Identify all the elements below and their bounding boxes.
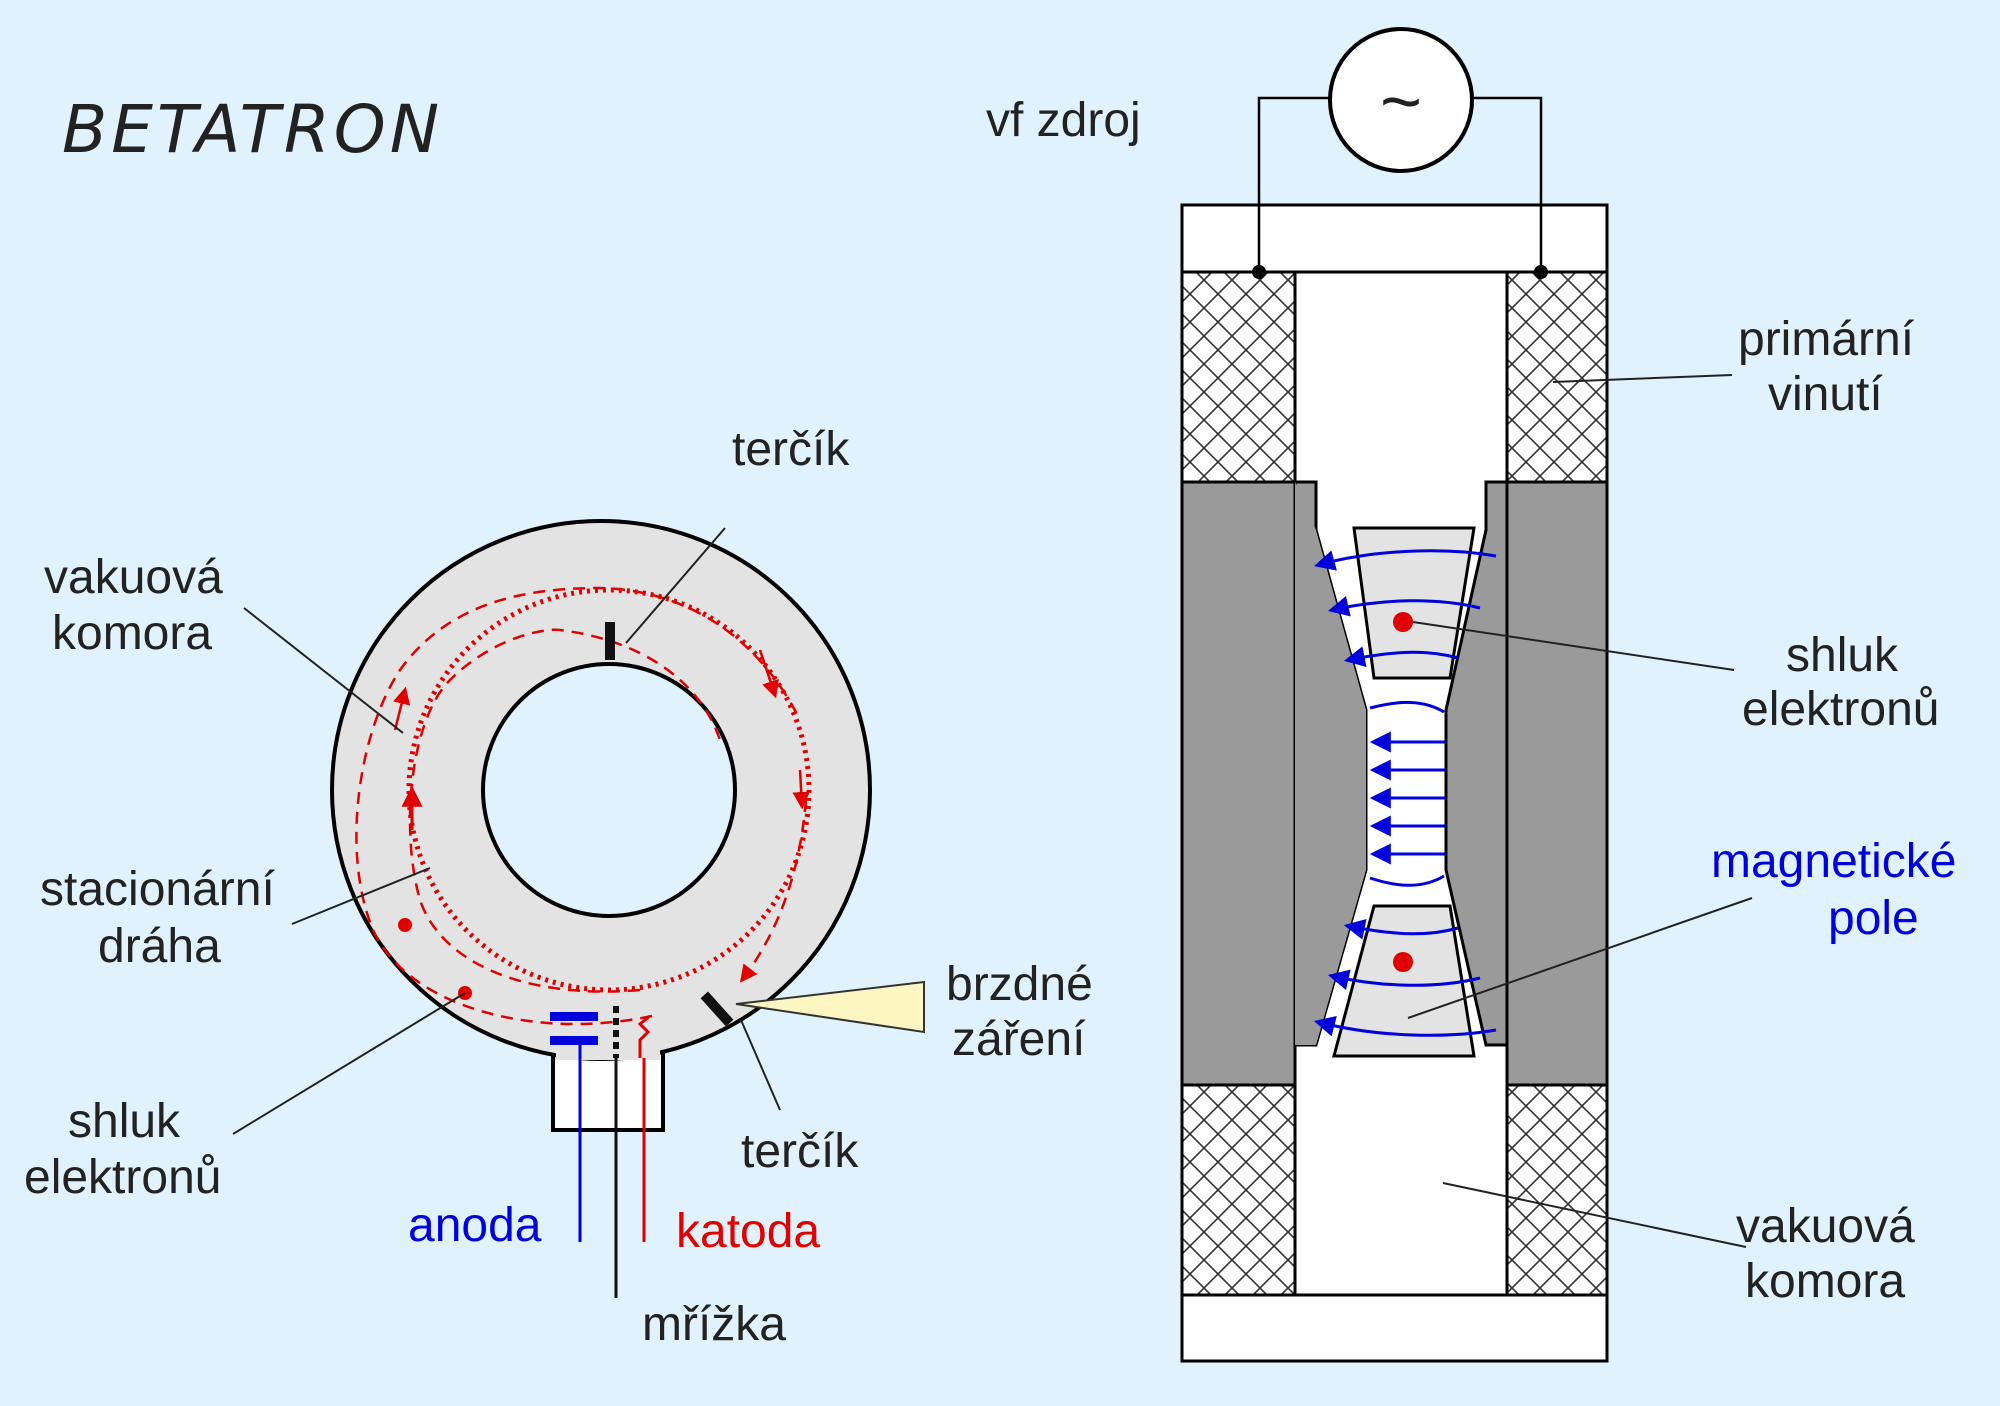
label-vacuum-chamber-1: vakuová: [1736, 1200, 1915, 1253]
target-bottom: [700, 991, 734, 1027]
chamber-section-bottom: [1332, 904, 1476, 1058]
label-electron-bunch-2: elektronů: [1742, 683, 1939, 736]
field-line: [1313, 549, 1497, 571]
pole-fill-left: [1295, 482, 1366, 1085]
label-primary-winding-2: vinutí: [1768, 368, 1883, 421]
label-bremsstrahlung-1: brzdné: [946, 958, 1093, 1011]
field-line: [1369, 874, 1445, 887]
label-electron-bunch-2: elektronů: [24, 1151, 221, 1204]
electron-bunch-dot: [1393, 952, 1413, 972]
target-top: [605, 622, 615, 660]
anode-plate: [550, 1012, 598, 1021]
label-magnetic-field-1: magnetické: [1711, 835, 1956, 888]
label-target-bottom: terčík: [741, 1125, 859, 1178]
leader-electron-bunch: [1412, 621, 1735, 671]
label-stationary-path-2: dráha: [98, 920, 221, 973]
leader-electron-bunch: [232, 992, 466, 1135]
extraction-path: [739, 799, 808, 983]
diagram-title: BETATRON: [62, 91, 443, 168]
field-line: [1327, 595, 1481, 617]
source-wire-right: [1472, 96, 1543, 270]
label-stationary-path-1: stacionární: [40, 863, 275, 916]
toroid-top-view: terčík vakuová komora stacionární dráha …: [24, 423, 1093, 1351]
label-target-top: terčík: [732, 423, 850, 476]
electron-bunch-dot: [1393, 612, 1413, 632]
path-arrow-right-top: [758, 649, 779, 699]
label-vacuum-chamber-2: komora: [1745, 1255, 1905, 1308]
label-anode: anoda: [408, 1199, 542, 1252]
leader-target-bottom: [740, 1019, 781, 1111]
source-wire-left: [1257, 96, 1330, 270]
path-arrow-right: [792, 769, 810, 810]
cathode-filament: [637, 1014, 651, 1058]
label-magnetic-field-2: pole: [1828, 892, 1919, 945]
primary-winding-bottom-left: [1180, 1083, 1297, 1297]
terminal-dot: [1252, 265, 1266, 279]
field-line: [1313, 1016, 1497, 1037]
label-bremsstrahlung-2: záření: [952, 1013, 1086, 1066]
label-electron-bunch-1: shluk: [1786, 629, 1899, 682]
bremsstrahlung-beam: [735, 980, 925, 1034]
stationary-orbit: [406, 587, 812, 993]
betatron-cross-section: ~ vf zdroj primární vinutí shluk elektro…: [986, 27, 1956, 1363]
field-line: [1343, 918, 1459, 940]
core-right: [1505, 480, 1609, 1087]
anode-plate: [550, 1036, 598, 1045]
field-line: [1343, 646, 1459, 668]
electron-bunch-dot: [398, 918, 412, 932]
rf-source-symbol: [1328, 27, 1474, 173]
terminal-dot: [1534, 265, 1548, 279]
leader-stationary-path: [291, 867, 431, 925]
primary-winding-bottom-right: [1505, 1083, 1609, 1297]
vacuum-chamber-ring: [329, 519, 873, 1061]
label-vacuum-chamber-2: komora: [52, 607, 212, 660]
field-line: [1369, 700, 1445, 714]
path-arrow-outer: [393, 686, 411, 731]
injection-path-outer: [355, 586, 802, 1026]
ac-tilde-icon: ~: [1380, 62, 1422, 142]
pole-piece-right: [1444, 480, 1509, 1047]
primary-winding-top-left: [1180, 270, 1297, 484]
leader-target-top: [625, 527, 726, 644]
label-grid: mřížka: [642, 1298, 786, 1351]
label-cathode: katoda: [676, 1205, 820, 1258]
label-primary-winding-1: primární: [1738, 313, 1915, 366]
leader-vacuum-chamber: [243, 607, 404, 734]
primary-winding-top-right: [1505, 270, 1609, 484]
leader-magnetic-field: [1407, 897, 1753, 1019]
core-left: [1180, 480, 1297, 1087]
label-rf-source: vf zdroj: [986, 94, 1141, 147]
leader-primary-winding: [1552, 374, 1733, 383]
injection-path-inner: [408, 628, 722, 993]
field-line: [1327, 969, 1481, 991]
chamber-section-top: [1352, 526, 1476, 680]
leader-vacuum-chamber: [1442, 1182, 1747, 1248]
label-vacuum-chamber-1: vakuová: [44, 551, 223, 604]
label-electron-bunch-1: shluk: [68, 1095, 181, 1148]
